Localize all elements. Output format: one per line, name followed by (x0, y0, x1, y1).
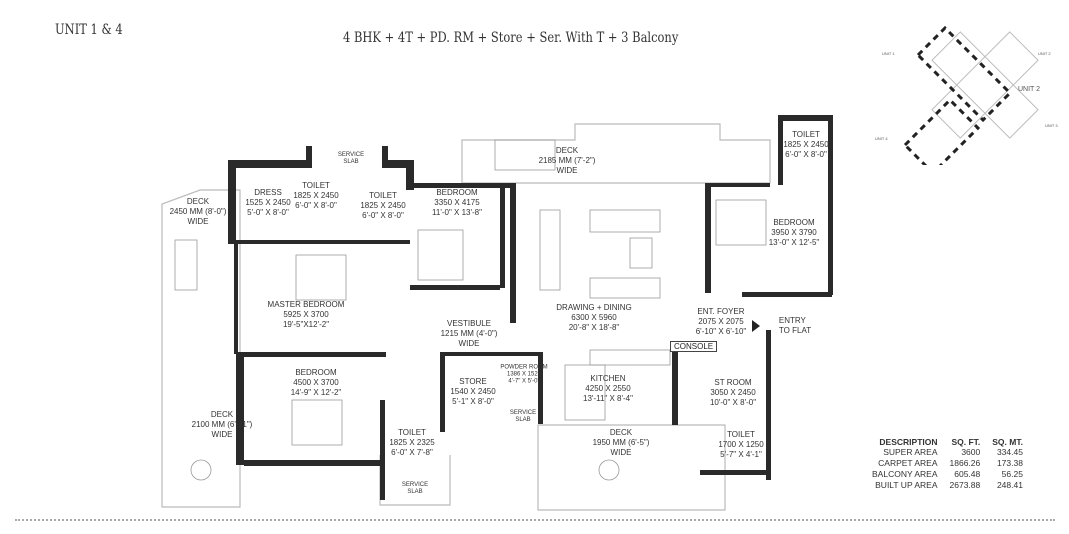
key-label: UNIT 3 (1045, 123, 1058, 128)
disclaimer-line (15, 519, 1055, 521)
walls (228, 115, 833, 500)
console-label: CONSOLE (670, 341, 718, 352)
entry-arrow-icon (752, 320, 760, 332)
key-label: UNIT 1 (882, 51, 895, 56)
key-label: UNIT 2 (1038, 51, 1051, 56)
deck-outlines (161, 123, 771, 511)
furniture (174, 139, 767, 481)
area-table-header: DESCRIPTION SQ. FT. SQ. MT. (866, 437, 1029, 447)
unit-title: UNIT 1 & 4 (55, 22, 123, 38)
key-plan: UNIT 1 UNIT 2 UNIT 2 UNIT 3 UNIT 4 (875, 25, 1058, 165)
unit-highlight (902, 25, 1013, 165)
configuration-title: 4 BHK + 4T + PD. RM + Store + Ser. With … (343, 30, 679, 46)
key-label: UNIT 2 (1018, 86, 1040, 93)
header-description: DESCRIPTION (879, 437, 938, 447)
header-sqmt: SQ. MT. (992, 437, 1023, 447)
key-label: UNIT 4 (875, 136, 888, 141)
header-sqft: SQ. FT. (951, 437, 981, 447)
